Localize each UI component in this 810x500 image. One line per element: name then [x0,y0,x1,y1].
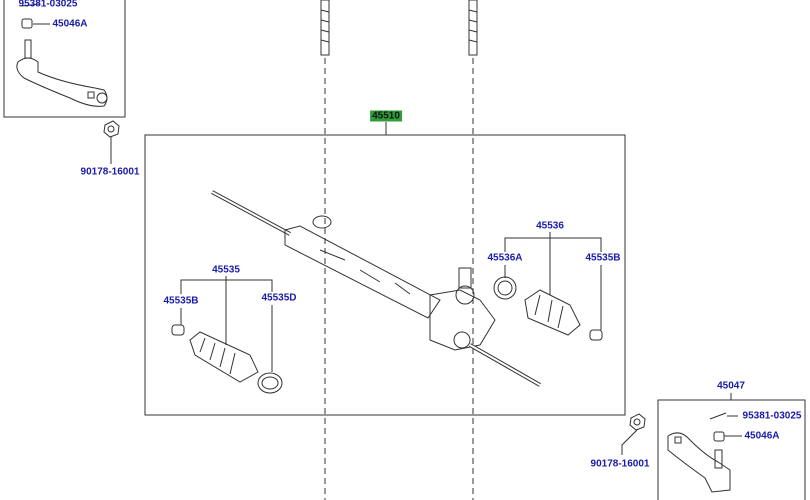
boot-clamp-right-b-icon [589,329,603,341]
mounting-stud-left-icon [320,0,330,56]
boot-right-icon [524,289,581,336]
label-hex-nut-left[interactable]: 90178-16001 [80,166,140,178]
tie-rod-end-left-icon [16,39,108,107]
boot-clamp-left-d-icon [257,372,283,394]
label-boot-clamp-right-b[interactable]: 45535B [585,252,621,264]
cotter-pin-right-icon [709,412,727,420]
label-boot-set-right[interactable]: 45536 [536,220,564,232]
label-steering-rack-assembly[interactable]: 45510 [370,110,402,122]
hex-nut-left-icon [103,120,120,138]
label-boot-clamp-left-b[interactable]: 45535B [163,295,199,307]
tie-rod-end-left-box [3,0,126,118]
label-nut-right[interactable]: 45046A [744,430,780,442]
label-cotter-pin-left[interactable]: 95381-03025 [18,0,78,10]
nut-right-icon [713,431,725,442]
steering-rack-icon [211,190,541,387]
label-boot-clamp-right-a[interactable]: 45536A [487,252,523,264]
label-nut-left[interactable]: 45046A [52,18,88,30]
nut-left-icon [21,18,33,29]
mounting-stud-right-icon [468,0,478,56]
cotter-pin-left-icon [21,3,41,7]
hex-nut-right-icon [629,413,646,431]
boot-clamp-right-a-icon [493,276,517,300]
label-cotter-pin-right[interactable]: 95381-03025 [742,410,802,422]
boot-clamp-left-b-icon [171,324,185,336]
label-boot-set-left[interactable]: 45535 [212,264,240,276]
label-boot-clamp-left-d[interactable]: 45535D [261,292,297,304]
label-hex-nut-right[interactable]: 90178-16001 [590,458,650,470]
boot-left-icon [189,331,259,383]
assembly-box [144,134,626,416]
tie-rod-end-right-icon [667,432,731,493]
label-tie-rod-end-right[interactable]: 45047 [717,380,745,392]
